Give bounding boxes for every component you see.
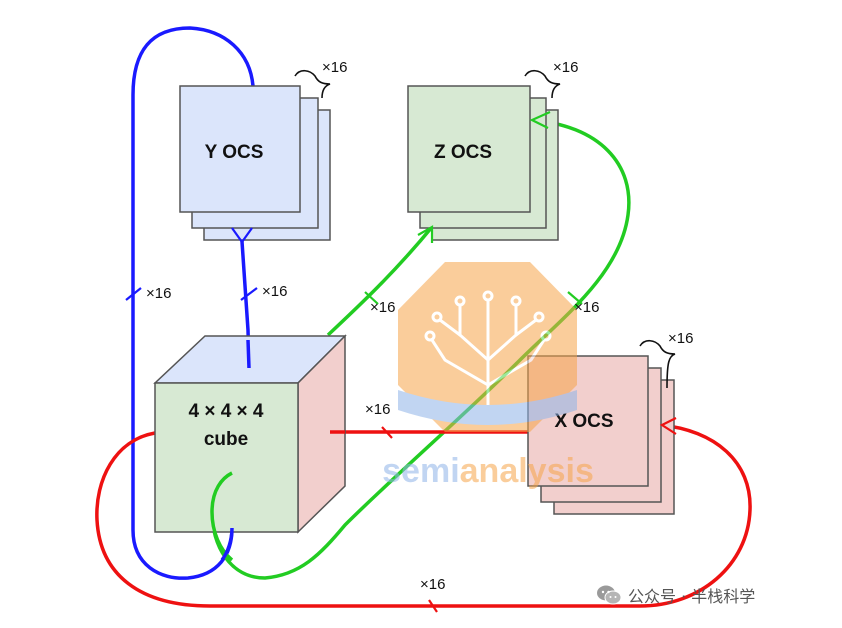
y-inner-link-front — [246, 339, 251, 369]
y-ocs-count: ×16 — [322, 59, 347, 76]
x-bottom-count: ×16 — [420, 576, 445, 593]
cube-label-line2: cube — [204, 429, 248, 450]
link-ticks — [125, 287, 583, 613]
x-bottom-link — [95, 423, 752, 608]
cube-label-line1: 4 × 4 × 4 — [188, 401, 263, 422]
circuit-tree-icon — [424, 290, 552, 412]
z-ocs-count: ×16 — [553, 59, 578, 76]
watermark-brand: semianalysis — [382, 452, 594, 490]
x-ocs-brace: ×16 — [639, 330, 693, 389]
cube-front-face — [154, 382, 299, 533]
y-ocs-stack: Y OCS — [179, 85, 331, 241]
y-outer-count: ×16 — [146, 285, 171, 302]
x-outer-arrow — [659, 417, 677, 435]
y-outer-link-front — [220, 527, 234, 562]
watermark-brand-suffix: analysis — [460, 452, 594, 490]
y-inner-count: ×16 — [262, 283, 287, 300]
z-ocs-brace: ×16 — [524, 59, 578, 99]
x-inner-count: ×16 — [365, 401, 390, 418]
z-inner-count: ×16 — [370, 299, 395, 316]
y-ocs-brace: ×16 — [294, 59, 347, 99]
z-outer-arrow — [529, 110, 551, 129]
z-inner-link — [326, 225, 434, 337]
z-ocs-stack: Z OCS — [407, 85, 559, 241]
watermark-swoosh — [398, 390, 577, 425]
x-ocs-label: X OCS — [554, 411, 613, 432]
x-ocs-count: ×16 — [668, 330, 693, 347]
y-outer-link — [131, 26, 255, 580]
z-outer-link-front — [210, 471, 234, 562]
wechat-caption: 公众号 · 半栈科学 — [596, 580, 755, 610]
y-ocs-label: Y OCS — [205, 142, 264, 163]
watermark-brand-prefix: semi — [382, 452, 460, 490]
semianalysis-watermark: semianalysis — [382, 262, 594, 490]
wechat-caption-text: 公众号 · 半栈科学 — [628, 587, 756, 606]
y-inner-arrow — [231, 227, 253, 244]
z-ocs-label: Z OCS — [434, 142, 492, 163]
wechat-icon — [597, 585, 622, 605]
z-inner-arrow — [417, 225, 434, 243]
z-outer-count: ×16 — [574, 299, 599, 316]
